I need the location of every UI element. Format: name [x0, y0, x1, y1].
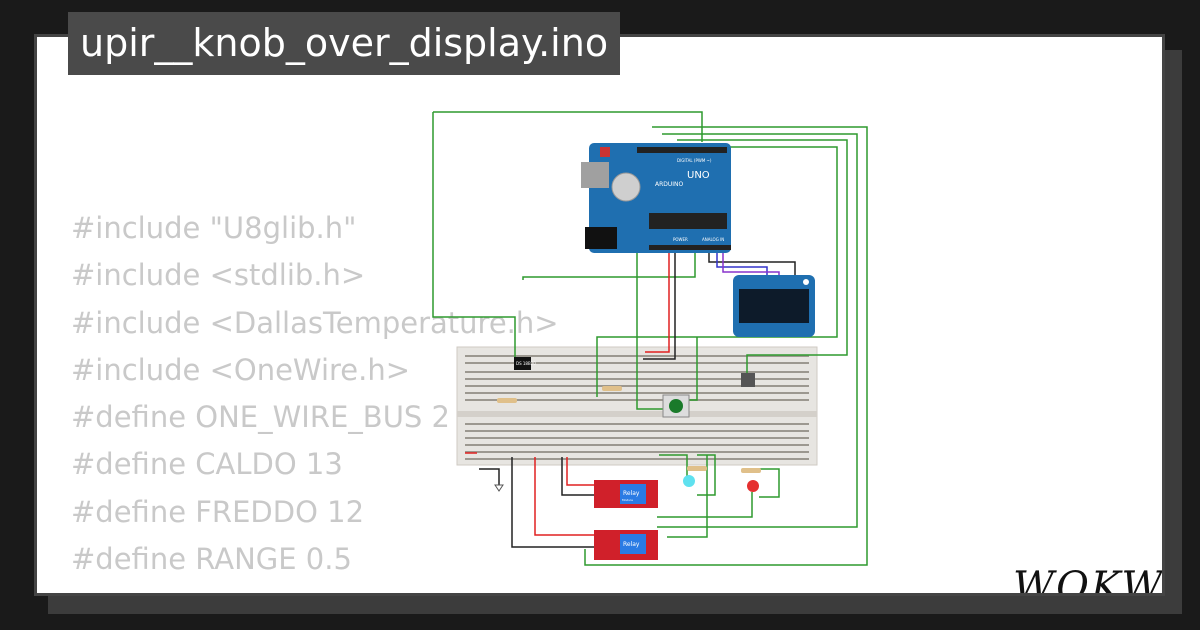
board-brand: ARDUINO — [655, 181, 684, 188]
relay-sublabel: Module — [622, 498, 633, 502]
led-cyan — [683, 475, 695, 487]
board-analog-label: ANALOG IN — [702, 237, 724, 242]
code-line: #include "U8glib.h" — [71, 211, 357, 245]
code-snippet: #include "U8glib.h" #include <stdlib.h> … — [71, 205, 559, 583]
oled-display — [733, 275, 815, 337]
code-line: #define FREDDO 12 — [71, 494, 365, 529]
slide-switch — [741, 373, 755, 387]
page-title: upir__knob_over_display.ino — [68, 12, 621, 75]
preview-card: #include "U8glib.h" #include <stdlib.h> … — [34, 34, 1165, 596]
board-label: UNO — [687, 170, 710, 181]
code-line: #include <stdlib.h> — [71, 258, 366, 293]
code-line: #include <OneWire.h> — [71, 352, 411, 387]
wokwi-logo: WOKWi — [1013, 564, 1165, 596]
code-line: #define ONE_WIRE_BUS 2 — [71, 400, 450, 435]
push-button — [662, 394, 690, 418]
sensor-label: DS 18B20 — [516, 361, 536, 366]
relay-module: Relay — [594, 530, 658, 560]
code-line: #define RANGE 0.5 — [71, 542, 352, 577]
relay-label: Relay — [623, 490, 640, 497]
ds18b20-sensor: DS 18B20 — [514, 357, 536, 370]
code-line: #include <DallasTemperature.h> — [71, 305, 559, 340]
code-line: #define CALDO 13 — [71, 447, 343, 482]
relay-module: Relay Module — [594, 480, 658, 508]
ground-icon — [494, 484, 504, 492]
board-digital-label: DIGITAL (PWM ~) — [677, 158, 712, 163]
relay-label: Relay — [623, 541, 640, 548]
arduino-uno: UNO ARDUINO DIGITAL (PWM ~) ANALOG IN PO… — [581, 143, 731, 253]
board-power-label: POWER — [673, 237, 688, 242]
led-red — [747, 480, 759, 492]
resistor — [497, 386, 761, 473]
circuit-diagram: UNO ARDUINO DIGITAL (PWM ~) ANALOG IN PO… — [432, 111, 868, 566]
